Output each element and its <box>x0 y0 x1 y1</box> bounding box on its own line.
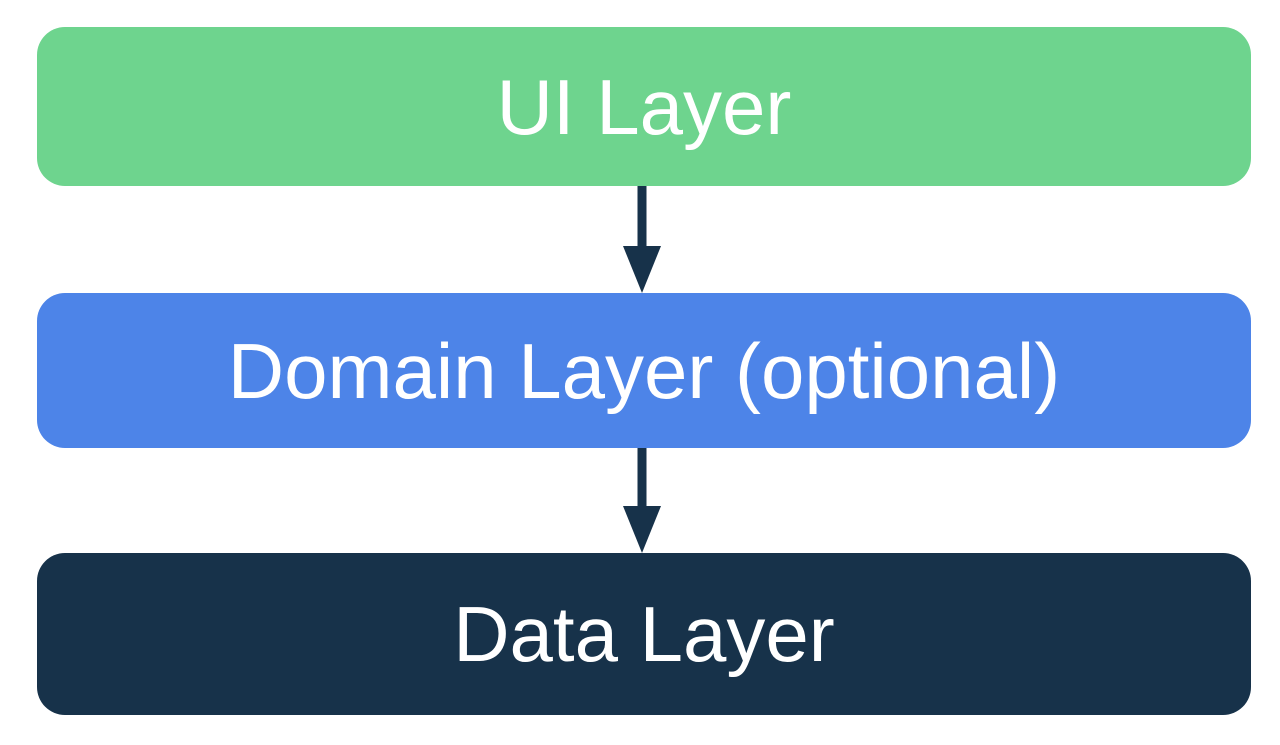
arrow-shaft <box>637 186 647 249</box>
arrow-down-icon <box>623 186 661 293</box>
domain-layer-label: Domain Layer (optional) <box>227 326 1061 415</box>
data-layer-box: Data Layer <box>37 553 1251 715</box>
data-layer-label: Data Layer <box>453 590 835 678</box>
arrow-head <box>623 246 661 293</box>
arrow-down-icon <box>623 448 661 553</box>
ui-layer-label: UI Layer <box>496 62 792 151</box>
domain-layer-box: Domain Layer (optional) <box>37 293 1251 448</box>
arrow-head <box>623 506 661 553</box>
ui-layer-box: UI Layer <box>37 27 1251 186</box>
arrow-shaft <box>637 448 647 509</box>
